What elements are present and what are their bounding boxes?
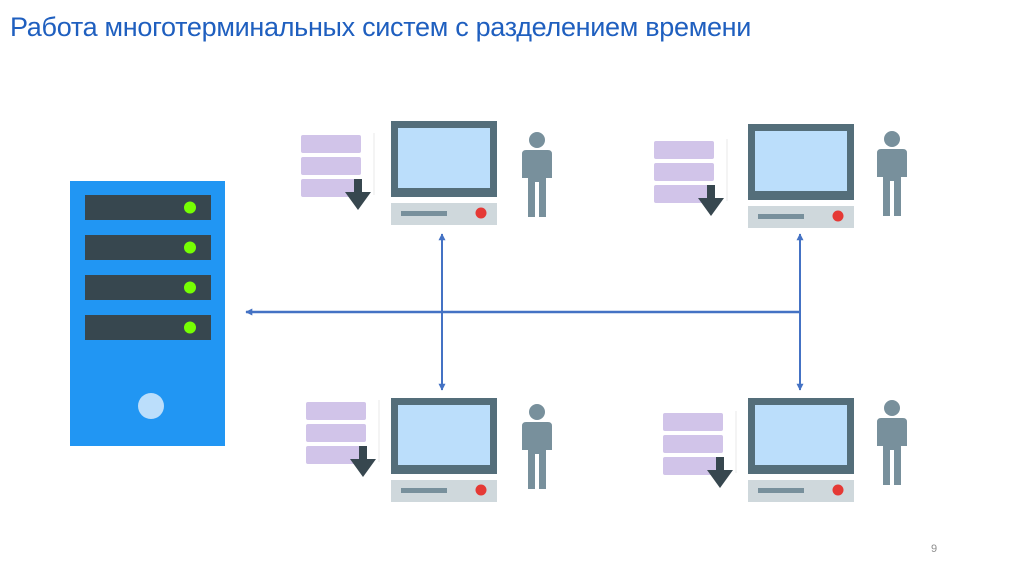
task-queue-icon (653, 138, 728, 217)
computer-terminal-icon (391, 121, 497, 225)
workstation-4 (662, 398, 907, 502)
connection-lines (245, 233, 804, 391)
workstation-3 (305, 398, 552, 502)
person-icon (877, 400, 907, 485)
slide-title: Работа многотерминальных систем с раздел… (10, 12, 752, 42)
workstation-1 (300, 121, 552, 225)
person-icon (522, 132, 552, 217)
person-icon (522, 404, 552, 489)
person-icon (877, 131, 907, 216)
task-queue-icon (300, 132, 375, 211)
task-queue-icon (305, 399, 380, 478)
task-queue-icon (662, 410, 737, 489)
computer-terminal-icon (391, 398, 497, 502)
computer-terminal-icon (748, 124, 854, 228)
computer-terminal-icon (748, 398, 854, 502)
workstation-2 (653, 124, 907, 228)
server-icon (70, 181, 225, 446)
page-number: 9 (931, 543, 938, 555)
